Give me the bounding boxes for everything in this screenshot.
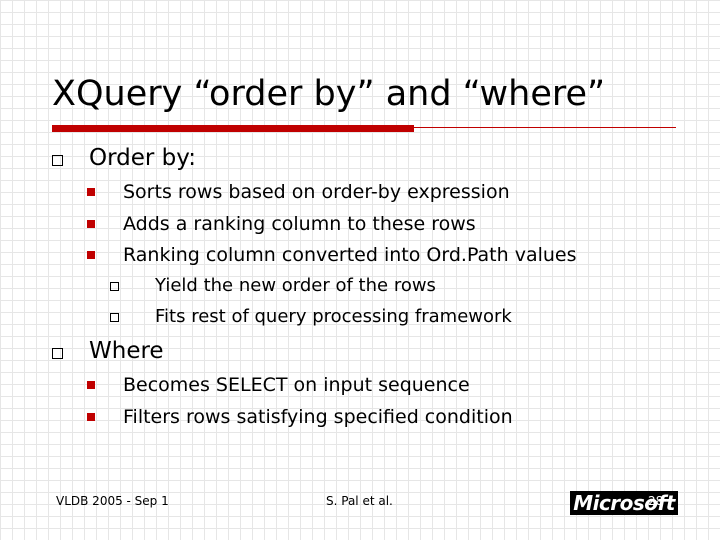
sub-bullet-text: Becomes SELECT on input sequence — [123, 374, 470, 396]
square-bullet-icon — [87, 251, 95, 259]
sub-sub-bullet-text: Fits rest of query processing framework — [155, 306, 512, 327]
sub-bullet-text: Ranking column converted into Ord.Path v… — [123, 244, 577, 266]
square-bullet-icon — [87, 413, 95, 421]
microsoft-logo: Microsoft — [570, 491, 678, 515]
square-bullet-icon — [87, 188, 95, 196]
title-underline-thin — [52, 127, 676, 128]
hollow-square-bullet-icon — [110, 282, 119, 291]
hollow-square-bullet-icon — [52, 155, 63, 166]
sub-sub-bullet-text: Yield the new order of the rows — [155, 275, 436, 296]
square-bullet-icon — [87, 220, 95, 228]
hollow-square-bullet-icon — [110, 313, 119, 322]
sub-bullet-text: Sorts rows based on order-by expression — [123, 181, 510, 203]
bullet-text: Order by: — [89, 145, 196, 171]
sub-bullet-text: Filters rows satisfying specified condit… — [123, 406, 513, 428]
footer-authors: S. Pal et al. — [326, 494, 393, 508]
footer-conference: VLDB 2005 - Sep 1 — [56, 494, 169, 508]
square-bullet-icon — [87, 381, 95, 389]
slide-title: XQuery “order by” and “where” — [52, 74, 606, 114]
page-number: 28 — [648, 494, 664, 508]
bullet-text: Where — [89, 338, 164, 364]
sub-bullet-text: Adds a ranking column to these rows — [123, 213, 476, 235]
hollow-square-bullet-icon — [52, 348, 63, 359]
title-underline-thick — [52, 125, 414, 132]
